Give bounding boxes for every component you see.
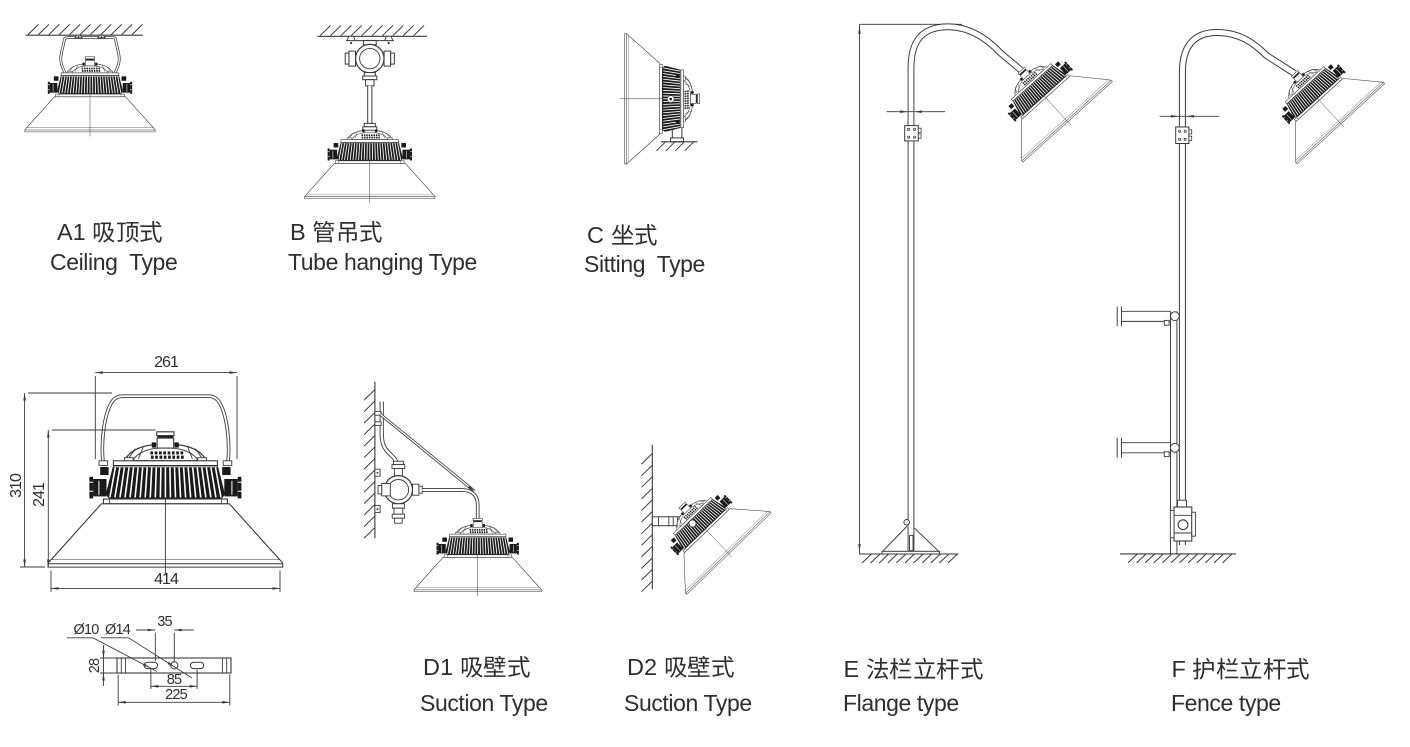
d1-junction-box-fittings — [374, 460, 423, 524]
figure-d2-drawing — [640, 444, 774, 598]
figure-bracket-plate-drawing — [67, 628, 232, 706]
d2-lamp — [640, 464, 774, 597]
plate-diameter10-label: Ø10 — [73, 622, 99, 638]
f-pole-plate — [1175, 126, 1193, 144]
a1-lamp — [25, 57, 155, 137]
dim-310-label: 310 — [8, 474, 25, 498]
plate-225-label: 225 — [165, 687, 188, 703]
label-c-chinese: C — [587, 223, 658, 246]
f-pole-clamp — [1169, 499, 1196, 542]
label-d2-english: Suction Type — [624, 690, 752, 716]
label-e-english: Flange type — [843, 690, 959, 716]
figure-c-drawing — [620, 34, 700, 164]
f-lamp — [1251, 33, 1388, 167]
plate-85-label: 85 — [166, 671, 182, 688]
e-pole — [907, 23, 1024, 551]
e-ground-hatch — [861, 553, 958, 564]
dim-241-lines — [47, 429, 156, 567]
plate-d10-leader — [67, 637, 158, 672]
f-ground-hatch — [1127, 553, 1233, 564]
figure-e-drawing — [858, 23, 1115, 564]
dim-414-label: 414 — [154, 571, 179, 588]
d2-wall-hatch — [641, 453, 653, 593]
dim-261-lines — [94, 372, 238, 459]
label-a1-chinese: A1 — [57, 220, 163, 243]
d1-wall-tube — [379, 401, 399, 464]
dim-lamp — [48, 432, 283, 576]
dim-241-label: 241 — [31, 483, 48, 507]
plate-85-lines — [150, 669, 198, 689]
d1-lamp — [414, 518, 541, 596]
b-ceiling-hatch — [319, 25, 425, 37]
dim-310-lines — [20, 392, 112, 568]
figure-f-drawing — [1116, 28, 1388, 564]
label-f-english: Fence type — [1171, 690, 1281, 716]
label-a1-english: Ceiling Type — [50, 249, 178, 275]
b-pipe-coupler-upper — [362, 72, 378, 87]
plate-225-lines — [117, 674, 231, 706]
figure-a1-drawing — [25, 24, 155, 136]
figure-dimension-drawing — [20, 371, 283, 592]
label-b-chinese: B — [290, 220, 383, 243]
e-pole-plate — [904, 125, 922, 142]
plate-diameter14-label: Ø14 — [104, 622, 131, 638]
d1-brace — [378, 412, 476, 493]
plate-35-label: 35 — [157, 614, 172, 630]
b-lamp — [304, 128, 436, 204]
dim-handle — [100, 394, 231, 463]
label-c-english: Sitting Type — [584, 250, 705, 277]
label-d1-chinese: D1 — [423, 655, 530, 679]
label-b-english: Tube hanging Type — [288, 249, 477, 275]
d1-wall-hatch — [363, 389, 376, 539]
label-d1-english: Suction Type — [420, 690, 548, 716]
plate-28-label: 28 — [87, 658, 103, 673]
label-e-chinese: E — [844, 657, 984, 681]
plate-35-lines — [136, 629, 194, 662]
figure-b-drawing — [304, 25, 436, 204]
c-lamp — [620, 34, 700, 164]
f-pole — [1178, 28, 1297, 545]
dim-414-lines — [50, 570, 281, 592]
a1-mounting-bracket — [59, 36, 121, 78]
d1-arm — [422, 488, 480, 519]
label-d2-chinese: D2 — [627, 655, 734, 679]
c-ground-hatch — [656, 141, 695, 152]
dim-261-label: 261 — [154, 354, 179, 371]
figure-d1-drawing — [363, 381, 541, 596]
label-f-chinese: F — [1172, 657, 1310, 681]
a1-ceiling-hatch — [27, 24, 143, 35]
